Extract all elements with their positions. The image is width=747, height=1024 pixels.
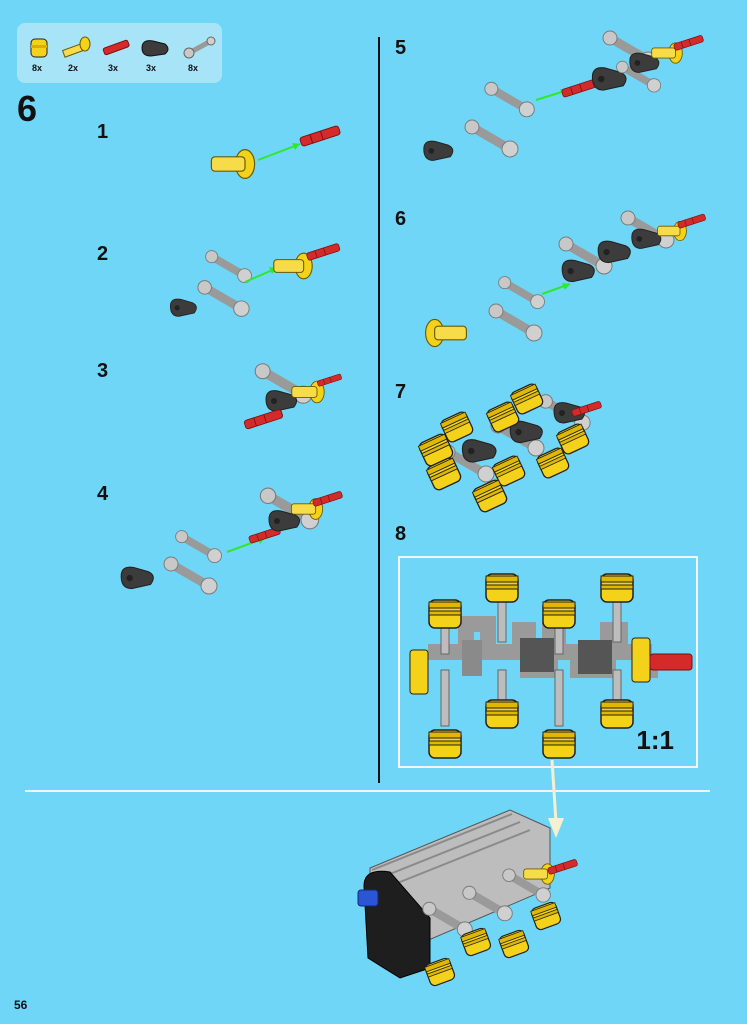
substep-number: 8 xyxy=(395,523,407,545)
substep-number: 6 xyxy=(395,208,407,230)
part-qty: 3x xyxy=(108,63,119,73)
substep-number: 1 xyxy=(97,121,109,143)
part-yellow-bush: 8x xyxy=(21,23,57,83)
step-6-illustration xyxy=(424,208,707,348)
substep-number: 4 xyxy=(97,483,109,505)
yellow-axle-part-icon xyxy=(61,36,91,58)
crankshaft-1to1-illustration xyxy=(409,573,693,759)
part-qty: 3x xyxy=(146,63,157,73)
substep-number: 7 xyxy=(395,381,407,403)
page-number: 56 xyxy=(14,998,28,1012)
gray-connecting-rod-part-icon xyxy=(183,36,216,59)
dark-gray-crank-part-icon xyxy=(141,40,169,57)
callout-arrow-icon xyxy=(548,759,564,838)
final-engine-assembly-illustration xyxy=(357,809,579,988)
step-5-illustration xyxy=(423,28,705,162)
scale-label: 1:1 xyxy=(636,725,674,755)
part-yellow-axle: 2x xyxy=(57,23,93,83)
red-axle-part-icon xyxy=(102,39,130,56)
part-qty: 8x xyxy=(188,63,199,73)
substep-number: 5 xyxy=(395,37,407,59)
step-7-illustration xyxy=(416,381,603,515)
step-1-illustration xyxy=(210,124,342,180)
step-4-illustration xyxy=(120,482,344,607)
step-3-illustration xyxy=(243,358,343,430)
section-divider xyxy=(25,790,710,792)
part-dark-crank: 3x xyxy=(135,23,171,83)
part-qty: 2x xyxy=(68,63,79,73)
part-qty: 8x xyxy=(32,63,43,73)
main-step-number: 6 xyxy=(17,88,38,129)
yellow-bush-part-icon xyxy=(30,38,48,58)
substep-number: 3 xyxy=(97,360,109,382)
part-gray-rod: 8x xyxy=(177,23,216,83)
scale-callout: 1:1 xyxy=(398,556,698,768)
substep-number: 2 xyxy=(97,243,109,265)
column-divider xyxy=(378,37,380,783)
part-red-axle: 3x xyxy=(97,23,133,83)
parts-list: 8x 2x 3x 3x 8x xyxy=(17,23,222,83)
step-2-illustration xyxy=(169,242,341,338)
